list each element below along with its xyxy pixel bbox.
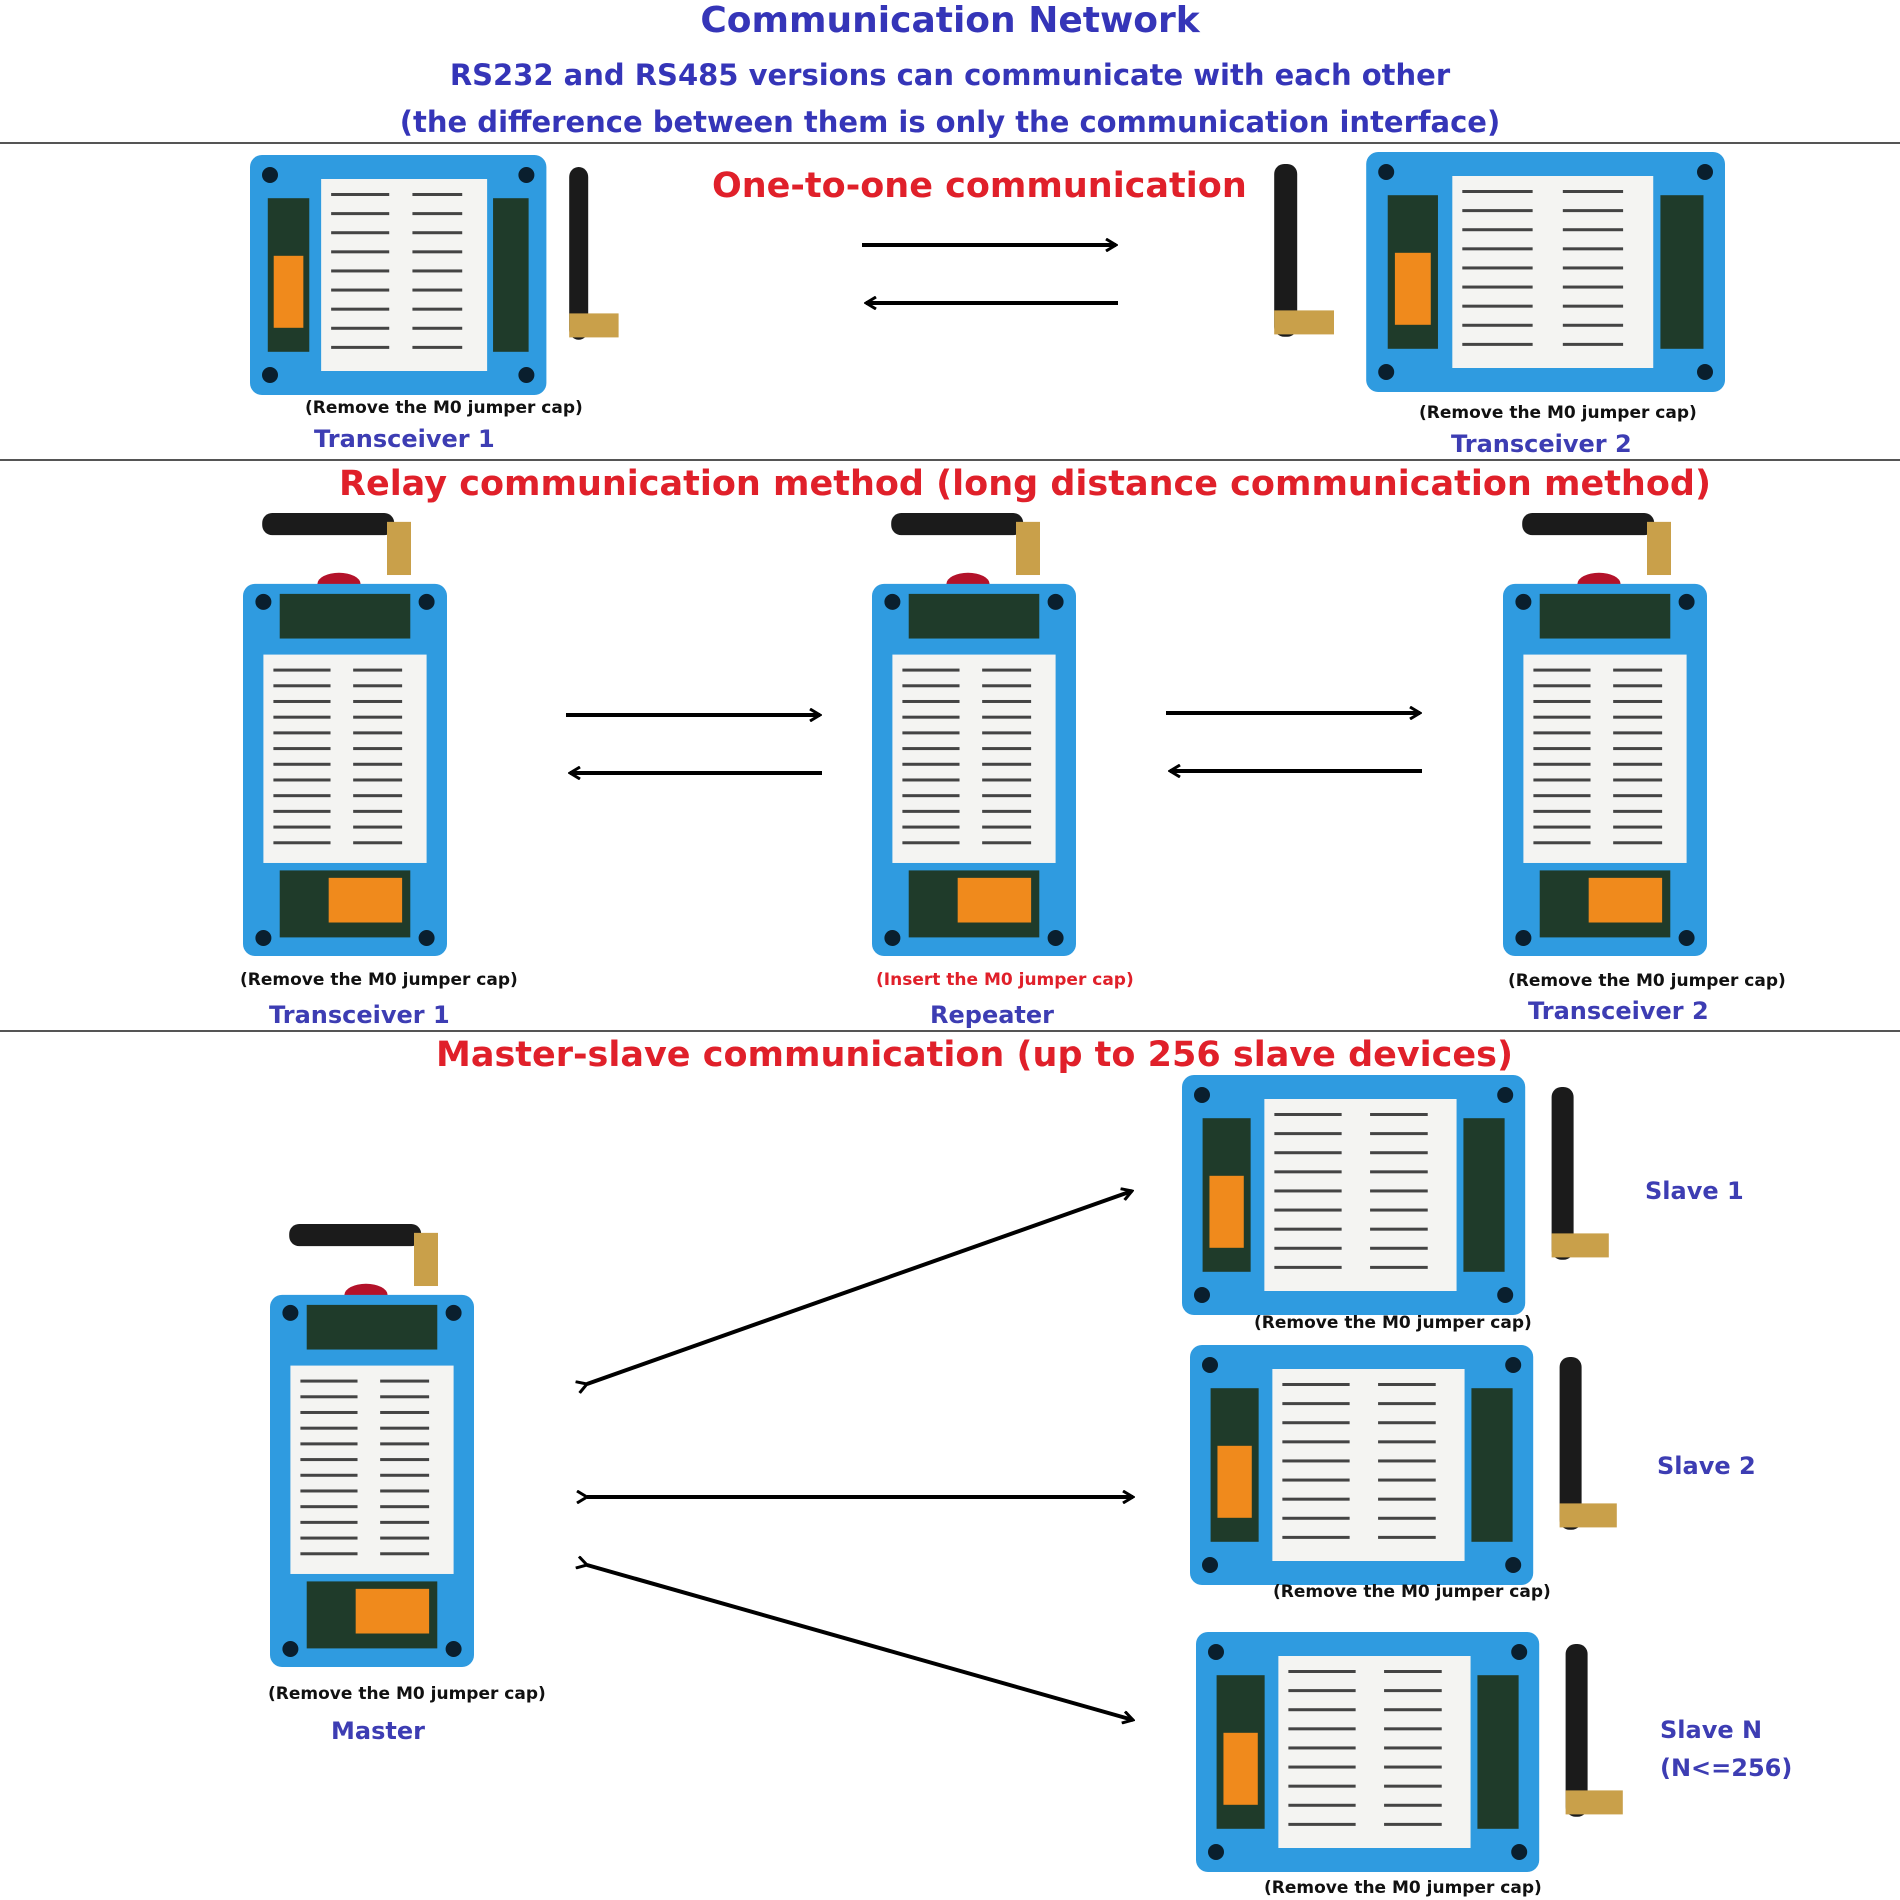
divider-top xyxy=(0,142,1900,144)
caption-relay-transceiver-2: (Remove the M0 jumper cap) xyxy=(1508,971,1786,991)
caption-relay-transceiver-1: (Remove the M0 jumper cap) xyxy=(240,970,518,990)
label-slave-n: Slave N xyxy=(1660,1716,1763,1744)
label-transceiver-1: Transceiver 1 xyxy=(314,425,495,453)
caption-slave-1: (Remove the M0 jumper cap) xyxy=(1254,1313,1532,1333)
caption-repeater: (Insert the M0 jumper cap) xyxy=(876,970,1134,990)
slave-1-device xyxy=(1182,1075,1622,1315)
heading-one-to-one: One-to-one communication xyxy=(712,166,1247,206)
caption-master: (Remove the M0 jumper cap) xyxy=(268,1684,546,1704)
divider-2 xyxy=(0,1030,1900,1032)
arrow-master-slave1 xyxy=(587,1191,1132,1384)
heading-relay: Relay communication method (long distanc… xyxy=(339,464,1711,504)
heading-master-slave: Master-slave communication (up to 256 sl… xyxy=(436,1035,1513,1075)
label-slave-1: Slave 1 xyxy=(1645,1177,1744,1205)
label-slave-n-limit: (N<=256) xyxy=(1660,1754,1793,1782)
relay-transceiver-2-device xyxy=(1503,513,1743,956)
label-transceiver-2: Transceiver 2 xyxy=(1451,430,1632,458)
caption-transceiver-2: (Remove the M0 jumper cap) xyxy=(1419,403,1697,423)
transceiver-2-device xyxy=(1265,152,1725,392)
master-device xyxy=(270,1224,510,1667)
page-title: Communication Network xyxy=(700,0,1200,41)
subtitle-compat: RS232 and RS485 versions can communicate… xyxy=(449,58,1451,92)
label-master: Master xyxy=(331,1717,425,1745)
label-relay-transceiver-2: Transceiver 2 xyxy=(1528,997,1709,1025)
relay-transceiver-1-device xyxy=(243,513,483,956)
repeater-device xyxy=(872,513,1112,956)
slave-n-device xyxy=(1196,1632,1636,1872)
caption-transceiver-1: (Remove the M0 jumper cap) xyxy=(305,398,583,418)
subtitle-interface: (the difference between them is only the… xyxy=(399,105,1501,139)
caption-slave-n: (Remove the M0 jumper cap) xyxy=(1264,1878,1542,1898)
label-slave-2: Slave 2 xyxy=(1657,1452,1756,1480)
arrow-master-slaven xyxy=(587,1565,1133,1720)
label-relay-transceiver-1: Transceiver 1 xyxy=(269,1001,450,1029)
slave-2-device xyxy=(1190,1345,1630,1585)
transceiver-1-device xyxy=(250,155,630,395)
caption-slave-2: (Remove the M0 jumper cap) xyxy=(1273,1582,1551,1602)
label-repeater: Repeater xyxy=(930,1001,1054,1029)
divider-1 xyxy=(0,459,1900,461)
